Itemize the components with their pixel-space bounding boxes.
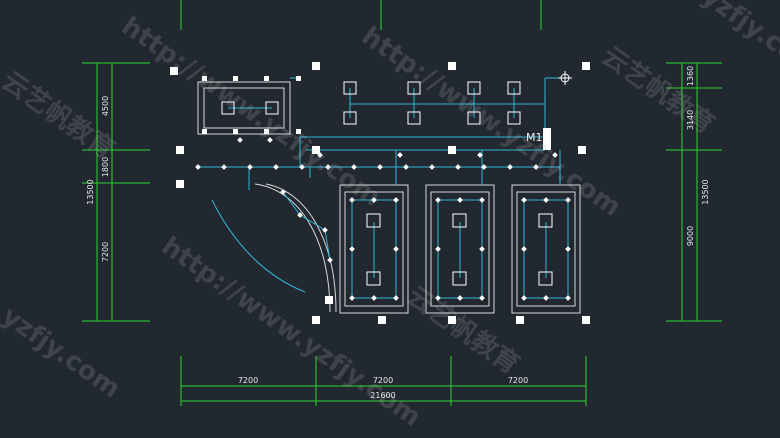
outlet-dot [455,164,461,170]
outlet-dot [299,164,305,170]
outlet-dot [565,246,571,252]
grid-lines [180,0,587,406]
outlet-dot [477,152,483,158]
outlet-dot [349,246,355,252]
outlet-dot [521,246,527,252]
outlet-dot [267,137,273,143]
outlet-dot [543,197,549,203]
bottom-dim-2: 7200 [373,376,393,385]
outlet-dot [317,152,323,158]
outlet-dot [397,152,403,158]
reception-block [197,81,291,135]
left-dim-2: 1800 [101,157,110,177]
reception-fixtures [221,101,279,115]
curved-circuit [282,191,331,261]
outlet-dot [325,164,331,170]
outlet-dot [521,197,527,203]
outlet-dot [521,295,527,301]
outlet-dot [327,257,333,263]
outlet-dot [403,164,409,170]
outlet-dot [247,164,253,170]
outlet-dot [371,197,377,203]
outlet-dot [479,197,485,203]
bottom-dim-3: 7200 [508,376,528,385]
small-markers [202,76,301,134]
outlet-dot [349,295,355,301]
outlet-dot [543,295,549,301]
outlet-dot [393,246,399,252]
ceiling-fixtures [343,81,521,125]
bottom-dim-total: 21600 [370,391,395,400]
room-outlines [339,184,581,314]
outlet-dot [457,197,463,203]
outlet-dot [393,197,399,203]
outlet-dot [237,137,243,143]
outlet-dot [377,164,383,170]
outlet-dot [565,197,571,203]
bottom-dimension-chain [181,385,586,402]
left-dimension-chain [82,62,150,322]
outlet-dot [322,227,328,233]
curved-wiring [211,199,306,293]
outlet-dot [195,164,201,170]
outlet-dot [507,164,513,170]
outlet-dot [371,295,377,301]
outlet-dots [195,137,571,301]
outlet-dot [351,164,357,170]
right-dim-3: 9000 [686,226,695,246]
outlet-dot [273,164,279,170]
right-dim-1: 1360 [686,66,695,86]
crosshair-symbol [558,71,572,85]
outlet-dot [481,164,487,170]
m1-panel [543,128,551,150]
right-dim-total: 13500 [701,179,710,204]
left-dim-3: 7200 [101,242,110,262]
outlet-dot [280,189,286,195]
outlet-dot [435,295,441,301]
outlet-dot [435,197,441,203]
outlet-dot [479,295,485,301]
outlet-dot [349,197,355,203]
left-dim-1: 4500 [101,96,110,116]
bottom-dim-1: 7200 [238,376,258,385]
outlet-dot [297,212,303,218]
left-dim-total: 13500 [86,179,95,204]
room-fixtures [366,213,553,286]
outlet-dot [552,152,558,158]
outlet-dot [429,164,435,170]
outlet-dot [533,164,539,170]
outlet-dot [435,246,441,252]
outlet-dot [565,295,571,301]
outlet-dot [221,164,227,170]
outlet-dot [479,246,485,252]
outlet-dot [457,295,463,301]
right-dim-2: 3140 [686,110,695,130]
right-dimension-chain [666,62,722,322]
column-markers [170,62,590,324]
outlet-dot [393,295,399,301]
m1-label: M1 [526,131,543,144]
